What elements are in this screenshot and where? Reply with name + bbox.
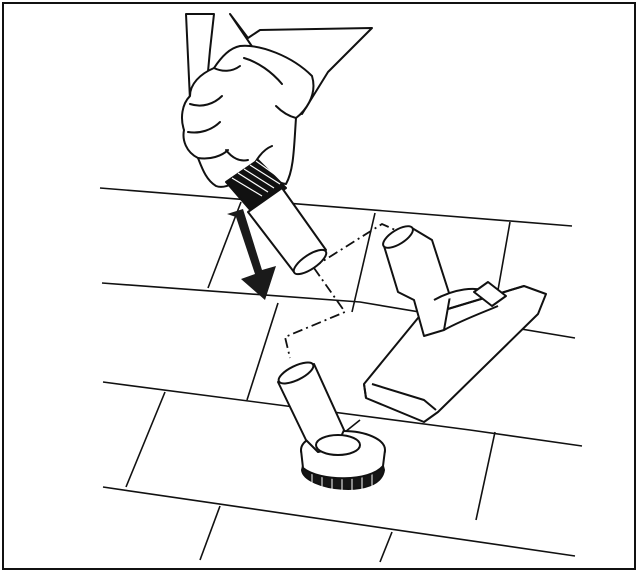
illustration-canvas <box>0 0 644 575</box>
diagram-svg <box>0 0 644 575</box>
